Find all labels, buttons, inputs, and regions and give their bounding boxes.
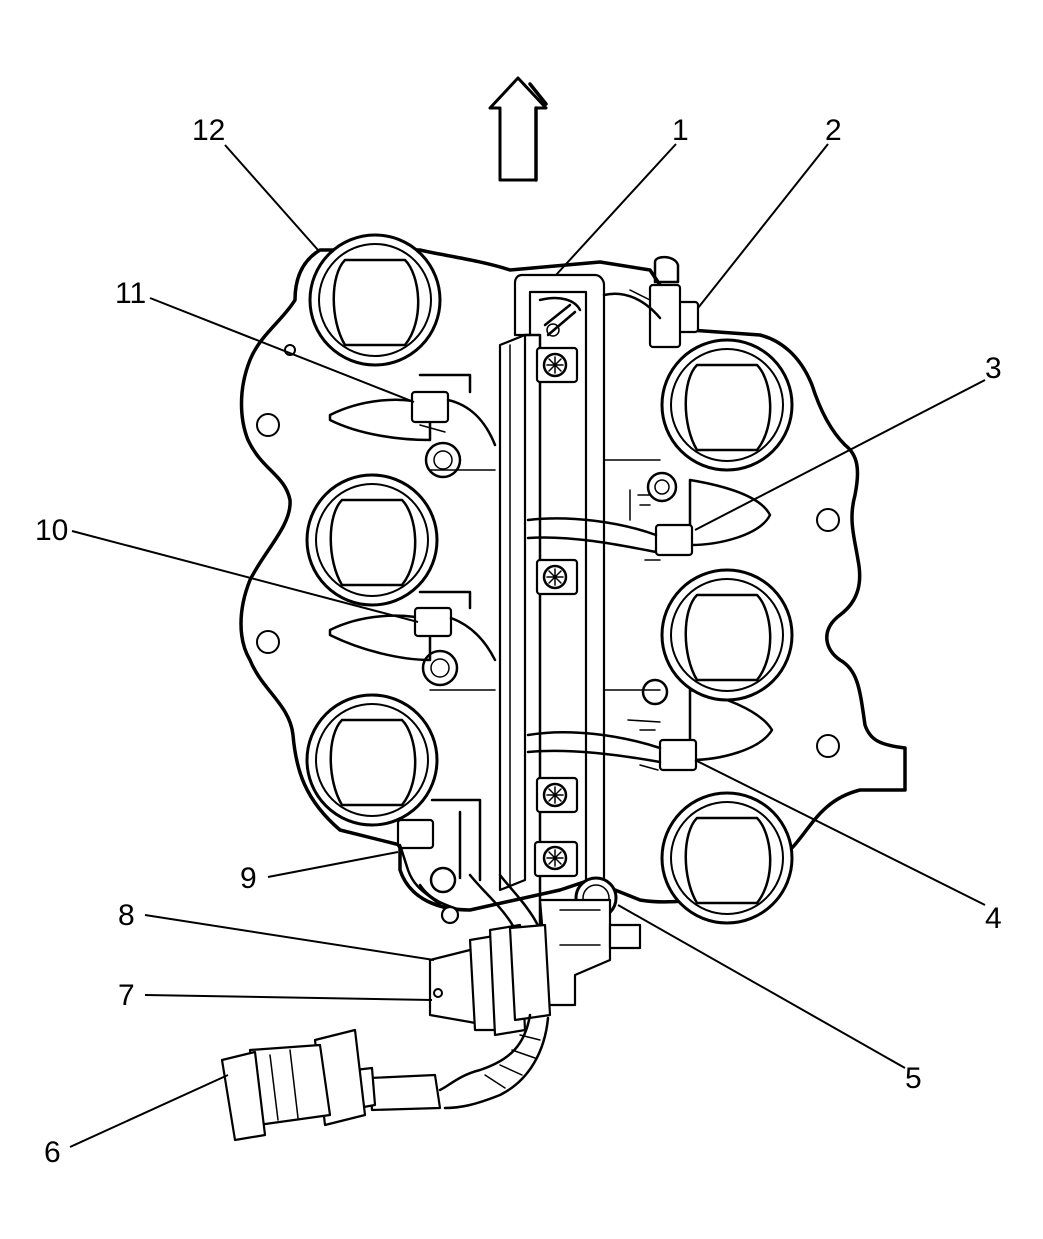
- port-left-1: [308, 233, 442, 367]
- injector-connector-2: [602, 255, 700, 349]
- intake-ports: [305, 233, 794, 925]
- callout-5: 5: [905, 1062, 922, 1095]
- injector-connectors: [396, 255, 700, 882]
- injector-connector-11: [410, 373, 497, 447]
- injector-connector-10: [413, 590, 497, 662]
- callout-4: 4: [985, 902, 1002, 935]
- port-right-3: [660, 791, 794, 925]
- callout-1: 1: [672, 114, 689, 147]
- callout-labels: 1 2 3 4 5 6 7 8 9 10 11 12: [35, 114, 1002, 1169]
- callout-3: 3: [985, 352, 1002, 385]
- wiring-harness: [220, 843, 642, 1142]
- manifold-bosses: [421, 441, 678, 894]
- port-left-3: [305, 693, 439, 827]
- callout-7: 7: [118, 979, 135, 1012]
- port-right-2: [660, 568, 794, 702]
- callout-10: 10: [35, 514, 68, 547]
- manifold-runners: [328, 398, 774, 762]
- injector-connector-3: [526, 489, 694, 561]
- fuel-rail: [498, 273, 606, 942]
- direction-arrow-icon: [488, 76, 548, 182]
- callout-12: 12: [192, 114, 225, 147]
- fuel-rail-bolts: [533, 346, 579, 878]
- leader-lines: [69, 143, 986, 1148]
- callout-9: 9: [240, 862, 257, 895]
- flange-bolt-holes: [256, 344, 840, 758]
- port-right-1: [660, 338, 794, 472]
- port-left-2: [305, 473, 439, 607]
- injector-connector-4: [526, 719, 698, 772]
- injector-connector-9: [396, 798, 482, 882]
- callout-6: 6: [44, 1136, 61, 1169]
- callout-8: 8: [118, 899, 135, 932]
- callout-11: 11: [115, 277, 146, 310]
- callout-2: 2: [825, 114, 842, 147]
